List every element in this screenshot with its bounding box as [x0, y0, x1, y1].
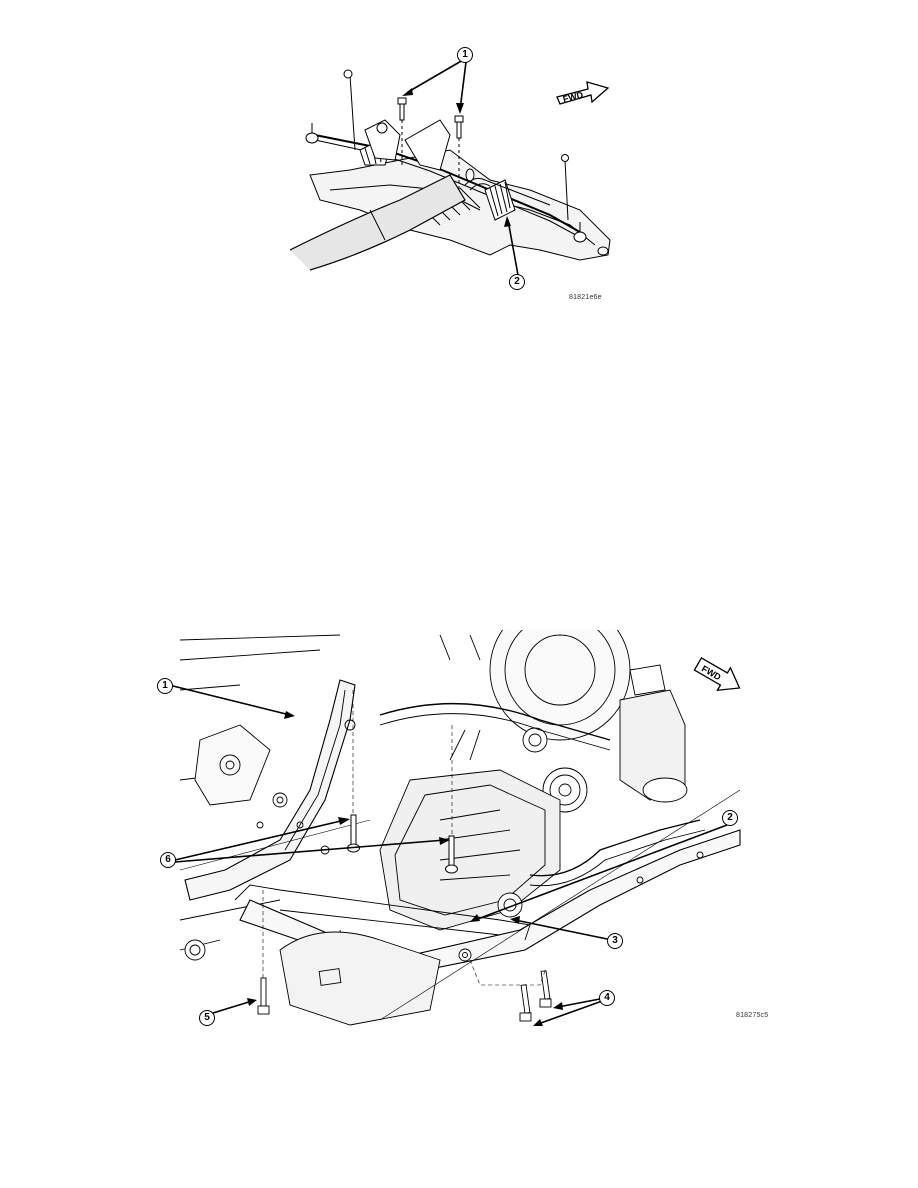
figure-crossmember: FWD 1 2 3 4 5 6 818275c5 [140, 630, 780, 1030]
figure-id-label: 81821e6e [569, 294, 602, 301]
crossmember-illustration: FWD [172, 630, 741, 1026]
fwd-arrow-icon: FWD [556, 81, 610, 105]
callout-2: 2 [722, 810, 738, 826]
figure-id-label: 818275c5 [736, 1012, 769, 1019]
callout-4: 4 [599, 990, 615, 1006]
callout-1: 1 [457, 47, 473, 63]
steering-gear-illustration: FWD [290, 59, 611, 276]
callout-3: 3 [607, 933, 623, 949]
figure-steering-gear: FWD 1 2 81821e6e [290, 40, 630, 310]
callout-5: 5 [199, 1010, 215, 1026]
callout-1: 1 [157, 678, 173, 694]
fwd-label: FWD [562, 90, 585, 105]
callout-2: 2 [509, 274, 525, 290]
callout-6: 6 [160, 852, 176, 868]
fwd-arrow-icon: FWD [693, 657, 741, 692]
